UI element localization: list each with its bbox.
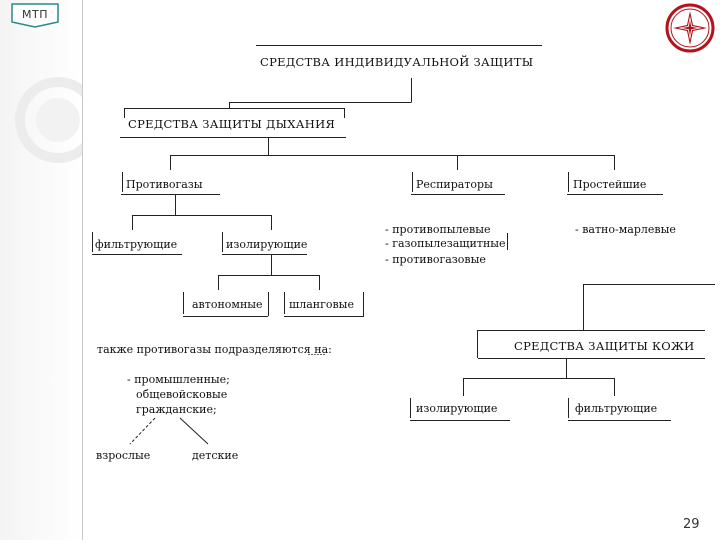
classification-intro: также противогазы подразделяются на: (97, 343, 332, 356)
classification-item: общевойсковые (136, 388, 228, 401)
respirators-label: Респираторы (416, 178, 493, 191)
mtp-badge-icon (11, 3, 59, 28)
simplest-label: Простейшие (573, 178, 647, 191)
skin-protection-title: СРЕДСТВА ЗАЩИТЫ КОЖИ (514, 339, 695, 353)
diagram-title: СРЕДСТВА ИНДИВИДУАЛЬНОЙ ЗАЩИТЫ (260, 55, 534, 69)
gas-masks-label: Противогазы (126, 178, 203, 191)
page-number: 29 (683, 517, 700, 532)
emergency-emblem-icon (665, 3, 715, 53)
classification-item: гражданские; (136, 403, 217, 416)
isolating-skin-label: изолирующие (416, 402, 498, 415)
breathing-protection-title: СРЕДСТВА ЗАЩИТЫ ДЫХАНИЯ (128, 117, 336, 131)
adult-label: взрослые (96, 449, 151, 462)
simplest-type-item: - ватно-марлевые (575, 223, 676, 236)
respirator-type-item: - противопылевые (385, 223, 491, 236)
filtering-skin-label: фильтрующие (575, 402, 658, 415)
children-label: детские (192, 449, 239, 462)
classification-item: - промышленные; (127, 373, 230, 386)
autonomous-label: автономные (192, 298, 263, 311)
mtp-badge-label: МТП (22, 8, 48, 21)
sidebar-divider (82, 0, 83, 540)
filtering-gas-mask-label: фильтрующие (95, 238, 178, 251)
respirator-type-item: - противогазовые (385, 253, 486, 266)
sidebar-decoration (0, 0, 101, 540)
isolating-gas-mask-label: изолирующие (226, 238, 308, 251)
respirator-type-item: - газопылезащитные (385, 237, 506, 250)
hose-label: шланговые (289, 298, 354, 311)
